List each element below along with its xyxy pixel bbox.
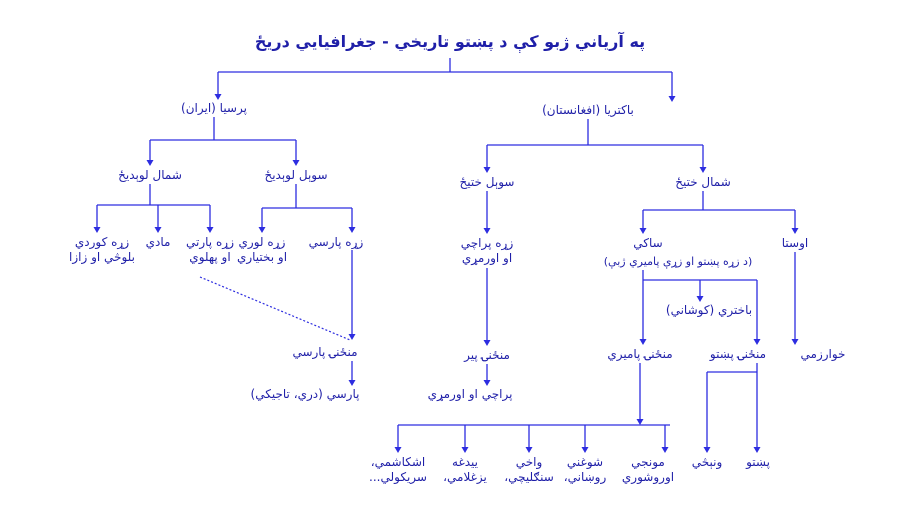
node-old-paraci-line2: او اورمړي [461,251,513,265]
node-old-paraci: زړه پراچي او اورمړي [461,236,514,266]
node-wakhi: واخي سنګلیچي، [504,455,554,485]
node-bactria-north: شمال ختیځ [675,175,731,189]
node-middle-pamiri: منځنۍ پامیري [607,347,673,361]
node-ishkashimi-line1: اشکاشمي، [370,455,426,469]
arrowhead-57 [791,339,799,345]
arrowhead-15 [483,167,491,173]
node-saki: ساکي [633,236,663,250]
node-bactrian: باختري (کوشاني) [665,303,753,317]
node-middle-persian: منځنۍ پارسي [292,345,358,359]
arrowhead-74 [703,447,711,453]
arrowhead-68 [581,447,589,453]
arrowhead-53 [696,296,704,302]
node-old-lori-line2: او بختیاري [236,250,288,264]
connector-lines [96,58,796,448]
node-persia-north: شمال لوېدیځ [118,168,182,182]
arrowhead-37 [639,228,647,234]
node-parthian-line1: زړه پارتي [185,235,235,249]
arrowhead-76 [753,447,761,453]
arrowhead-62 [394,447,402,453]
node-munji: مونجي اوروشوري [622,455,674,485]
arrowhead-33 [483,228,491,234]
node-khwarazmi: خوارزمي [800,347,846,361]
arrowheads [93,94,799,453]
node-munji-line1: مونجي [631,455,665,469]
node-parthian-line2: او پهلوي [189,250,231,264]
node-ishkashimi: اشکاشمي، سريکولي... [369,455,427,485]
arrowhead-70 [661,447,669,453]
node-median: مادي [145,235,171,249]
node-persia-south: سوېل لوېدیځ [264,168,328,182]
arrowhead-31 [348,227,356,233]
arrowhead-39 [791,228,799,234]
node-wanetsi: ونېڅي [691,455,723,469]
node-kurdish: زړه کوردي بلوڅي او زازا [69,235,135,265]
arrowhead-41 [348,334,356,340]
node-paraci: پراچي او اورمړي [427,387,513,401]
node-yidgha-line1: ییدغه [452,455,478,469]
node-shughni-line1: شوغني [566,455,604,469]
node-middle-paraci: منځنۍ پیر [464,348,510,362]
node-saki-note: (د زړه پښتو او زړې پامیري ژبې) [603,255,753,268]
arrowhead-66 [525,447,533,453]
node-old-lori: زړه لوري او بختیاري [237,235,287,265]
node-shughni: شوغني روښاني، [564,455,607,485]
node-wakhi-line2: سنګلیچي، [504,470,554,484]
arrowhead-47 [483,380,491,386]
arrowhead-51 [639,339,647,345]
node-yidgha-line2: یزغلامي، [443,470,487,484]
arrowhead-43 [348,380,356,386]
arrowhead-11 [292,160,300,166]
node-kurdish-line1: زړه کوردي [74,235,130,249]
node-old-lori-line1: زړه لوري [238,235,286,249]
arrowhead-5 [668,96,676,102]
arrowhead-45 [483,340,491,346]
arrowhead-21 [93,227,101,233]
node-bactria: باکتریا (افغانستان) [542,103,634,117]
node-old-paraci-line1: زړه پراچي [460,236,514,250]
node-pashto: پښتو [746,455,770,469]
node-old-persian: زړه پارسي [308,235,364,249]
arrowhead-9 [146,160,154,166]
node-middle-pashto: منځنۍ پښتو [709,347,767,361]
node-yidgha: ییدغه یزغلامي، [443,455,487,485]
node-persia: پرسیا (ایران) [181,101,247,115]
arrowhead-59 [636,419,644,425]
node-bactria-south: سوېل ختیځ [459,175,515,189]
arrowhead-29 [258,227,266,233]
node-kurdish-line2: بلوڅي او زازا [69,250,135,264]
node-wakhi-line1: واخي [515,455,543,469]
arrowhead-3 [214,94,222,100]
node-avesta: اوستا [781,236,809,250]
arrowhead-64 [461,447,469,453]
node-ishkashimi-line2: سريکولي... [369,470,427,484]
arrowhead-23 [154,227,162,233]
node-persian: پارسي (دري، تاجیکي) [250,387,360,401]
page-title: په آریاني ژبو کې د پښتو تاریخي - جغرافیا… [254,32,646,51]
node-shughni-line2: روښاني، [563,470,607,484]
node-munji-line2: اوروشوري [621,470,675,484]
dotted-link-parthian-to-middle-persian [199,276,351,341]
arrowhead-55 [753,339,761,345]
arrowhead-17 [699,167,707,173]
arrowhead-25 [206,227,214,233]
node-parthian: زړه پارتي او پهلوي [186,235,234,265]
